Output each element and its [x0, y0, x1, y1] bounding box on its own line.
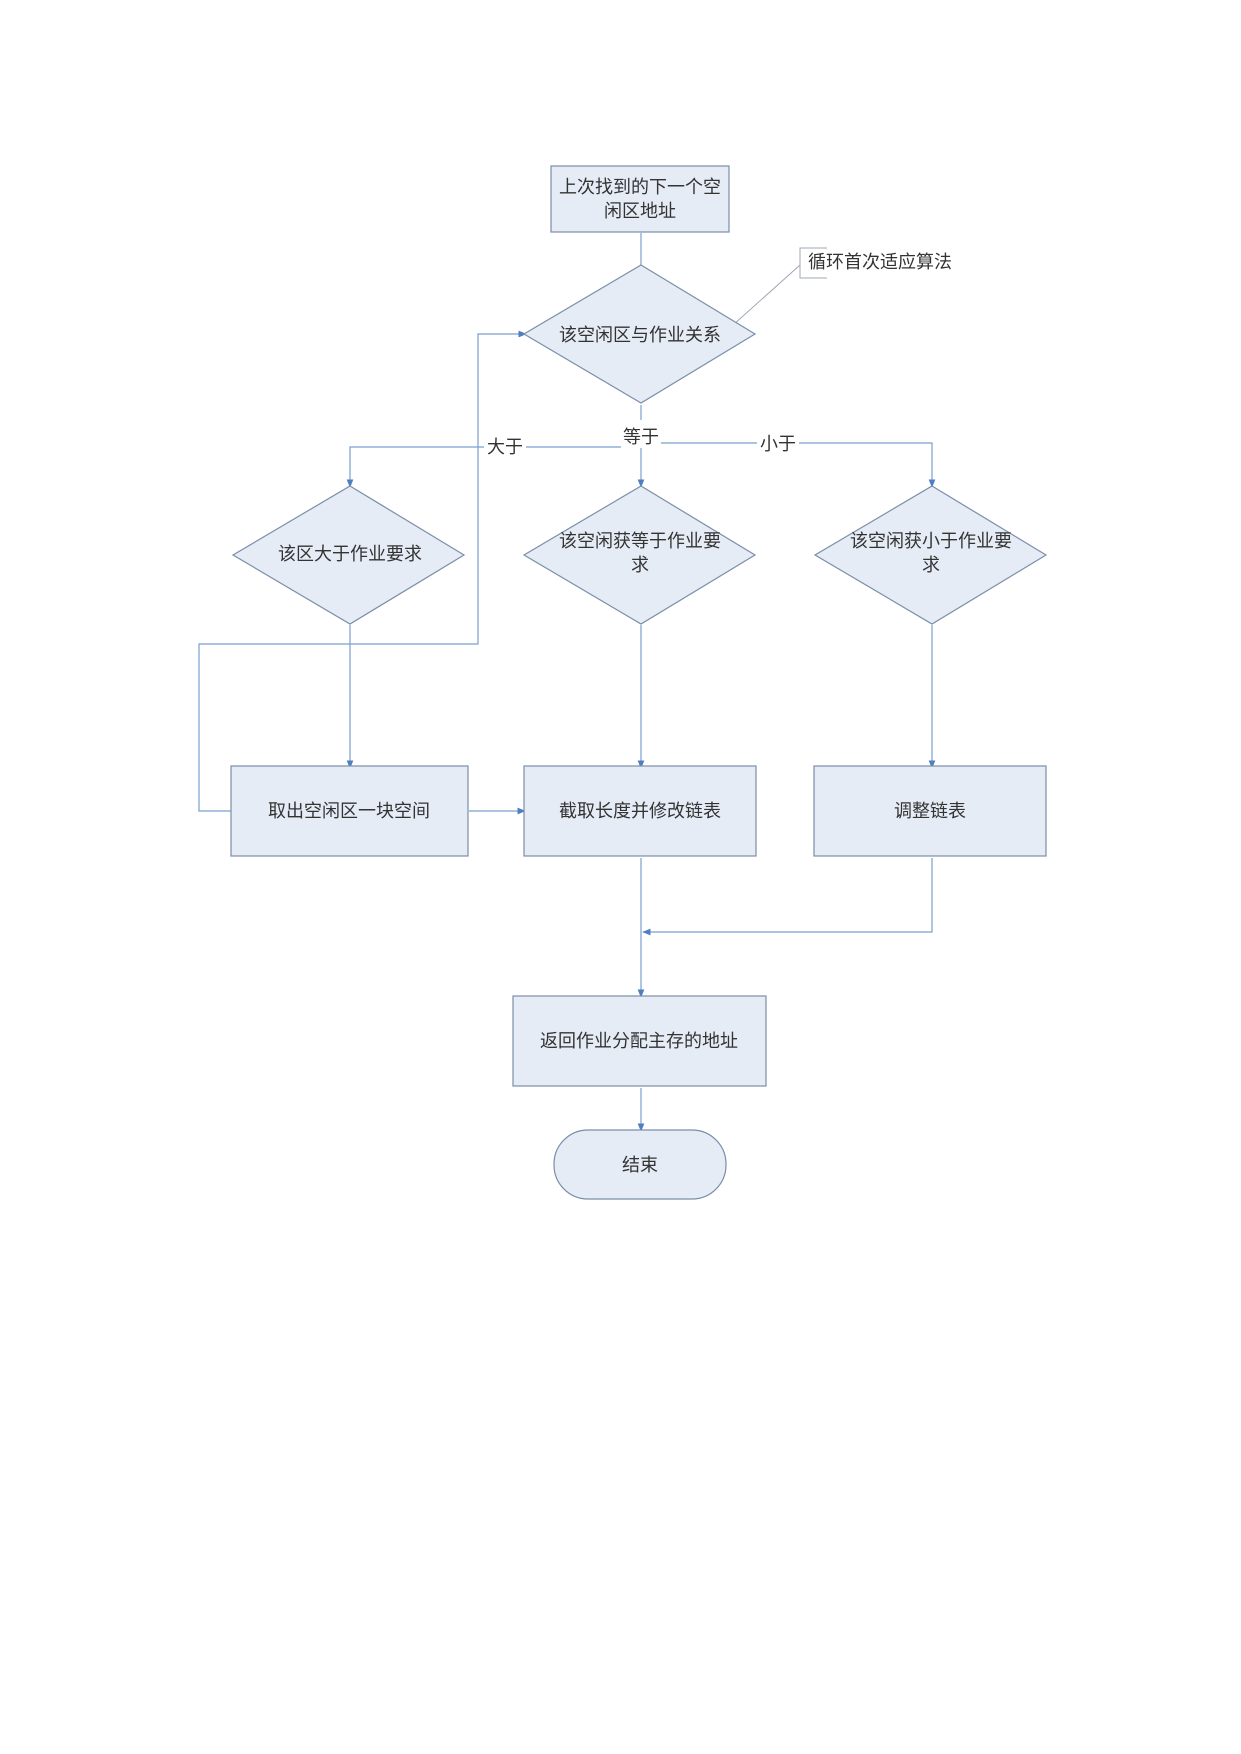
edge-branch-less	[641, 442, 936, 488]
node-decision-equal: 该空闲获等于作业要 求	[522, 485, 757, 625]
edge-label-equal: 等于	[623, 427, 659, 448]
edge-branch-greater	[346, 446, 641, 488]
truncate-box	[523, 765, 757, 857]
node-take-block: 取出空闲区一块空间	[230, 765, 469, 857]
edges	[198, 233, 936, 1132]
end-label: 结束	[622, 1155, 658, 1176]
decision-equal-diamond	[522, 485, 757, 625]
decision-greater-diamond	[231, 485, 466, 625]
decision-relation-diamond	[522, 264, 757, 404]
node-return: 返回作业分配主存的地址	[512, 995, 767, 1087]
node-decision-relation: 该空闲区与作业关系	[522, 264, 757, 404]
decision-equal-label-line-1: 该空闲获等于作业要	[559, 531, 721, 552]
callout-text: 循环首次适应算法	[808, 252, 952, 273]
end-terminal	[553, 1129, 727, 1200]
edge-labels: 大于 等于 小于	[484, 424, 799, 458]
node-decision-less: 该空闲获小于作业要 求	[813, 485, 1048, 625]
callout: 循环首次适应算法	[732, 247, 952, 326]
start-label-line-1: 上次找到的下一个空	[559, 177, 721, 198]
decision-less-diamond	[813, 485, 1048, 625]
node-adjust: 调整链表	[813, 765, 1047, 857]
return-label: 返回作业分配主存的地址	[540, 1031, 738, 1052]
truncate-label: 截取长度并修改链表	[559, 801, 721, 822]
decision-equal-label-line-2: 求	[631, 555, 649, 576]
decision-less-label-line-2: 求	[922, 555, 940, 576]
start-box	[550, 165, 730, 233]
edge-adjust-to-merge	[642, 858, 933, 936]
decision-greater-label: 该区大于作业要求	[278, 544, 422, 565]
node-start: 上次找到的下一个空 闲区地址	[550, 165, 730, 233]
node-truncate: 截取长度并修改链表	[523, 765, 757, 857]
return-box	[512, 995, 767, 1087]
take-block-box	[230, 765, 469, 857]
callout-bracket	[799, 247, 827, 279]
decision-less-label-line-1: 该空闲获小于作业要	[850, 531, 1012, 552]
start-label-line-2: 闲区地址	[604, 201, 676, 222]
adjust-label: 调整链表	[894, 801, 966, 822]
edge-label-less: 小于	[760, 434, 796, 455]
adjust-box	[813, 765, 1047, 857]
callout-leader	[732, 248, 801, 326]
node-decision-greater: 该区大于作业要求	[231, 485, 466, 625]
edge-loop-back	[198, 330, 527, 812]
node-end: 结束	[553, 1129, 727, 1200]
decision-relation-label: 该空闲区与作业关系	[559, 325, 721, 346]
edge-label-greater: 大于	[487, 437, 523, 458]
take-block-label: 取出空闲区一块空间	[268, 801, 430, 822]
